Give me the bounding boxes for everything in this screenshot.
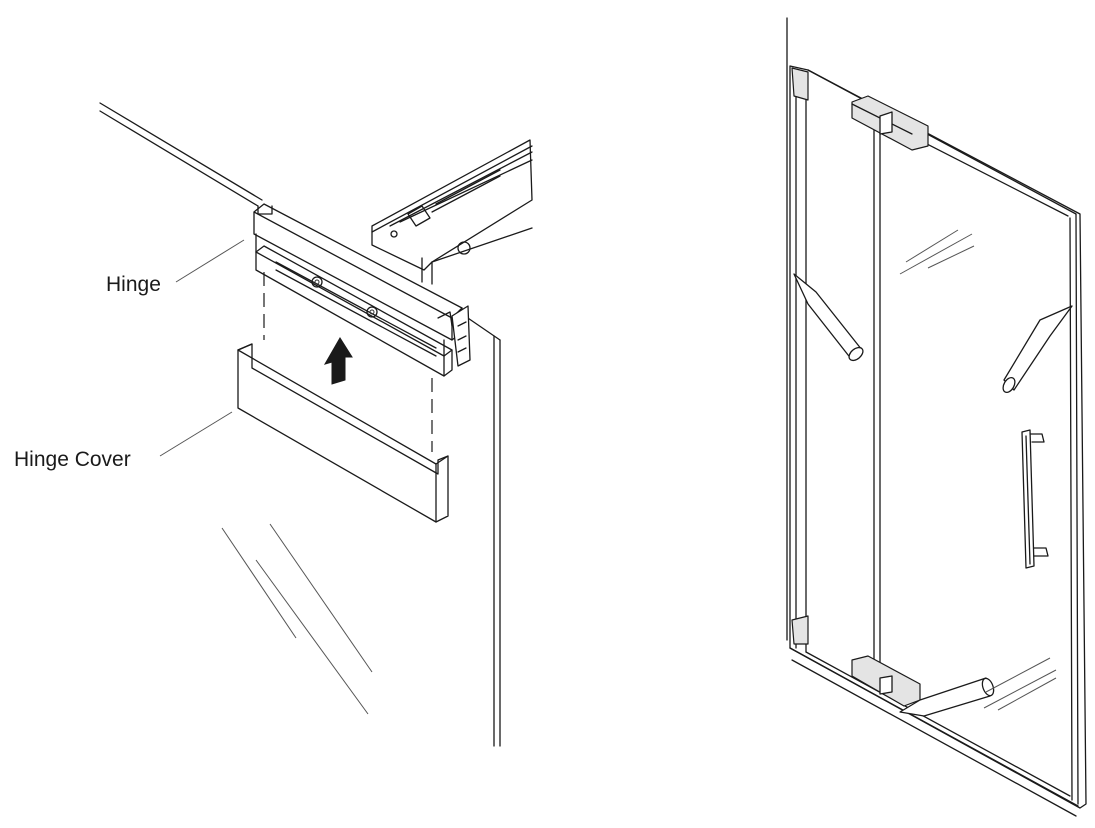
hinge-cover-label: Hinge Cover xyxy=(14,448,131,471)
hinge-cover xyxy=(237,343,449,523)
door-glass-reflection xyxy=(899,229,1057,711)
door-handle xyxy=(1021,429,1049,569)
frame-rail xyxy=(371,139,533,285)
top-hinge xyxy=(851,95,929,151)
hinge-body xyxy=(253,203,471,377)
prop-left xyxy=(793,273,864,362)
door-frame xyxy=(789,65,1087,817)
glass-top-edge xyxy=(99,102,263,207)
label-leaders xyxy=(159,239,245,457)
arrow-up-icon xyxy=(323,337,353,385)
alignment-guides xyxy=(263,272,433,452)
door-divider xyxy=(873,117,1069,687)
glass-reflection xyxy=(221,523,373,715)
prop-bottom xyxy=(899,677,995,717)
hinge-label: Hinge xyxy=(106,273,161,296)
prop-right xyxy=(1002,305,1073,394)
